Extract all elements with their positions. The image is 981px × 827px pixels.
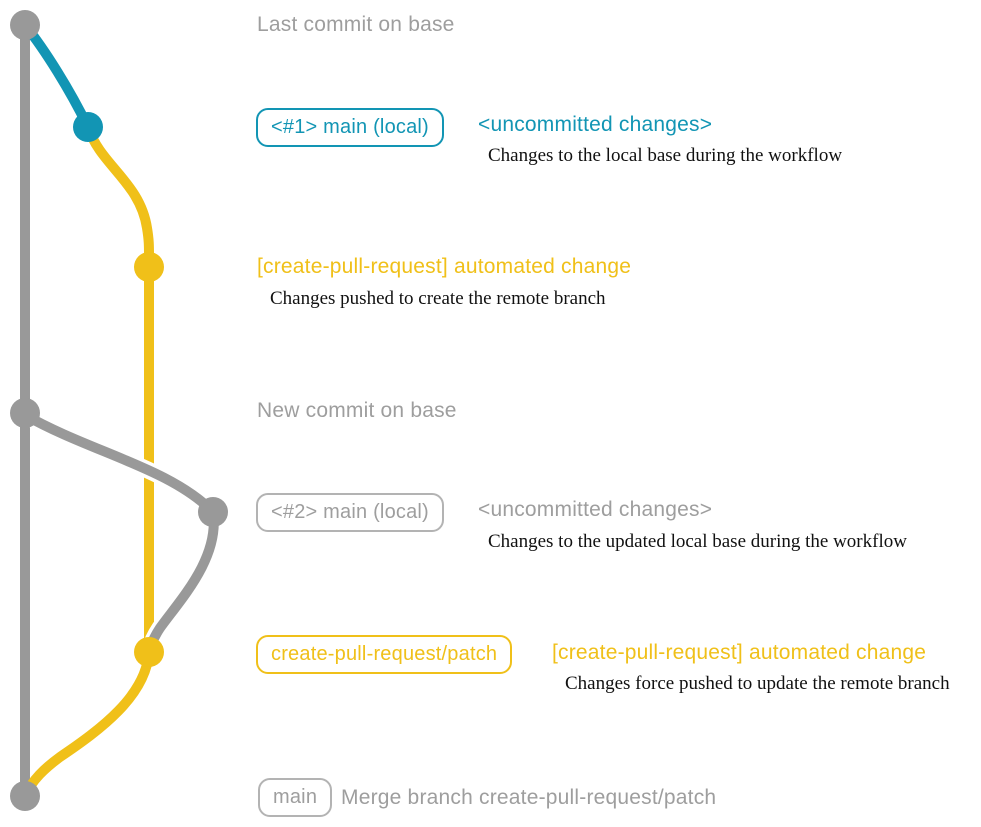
rebase-line-to-local-main-2 bbox=[20, 410, 218, 517]
patch-branch-line-upper bbox=[83, 122, 154, 657]
description-force-push-remote: Changes force pushed to update the remot… bbox=[565, 673, 950, 694]
commit-node-automated-change-2 bbox=[134, 637, 164, 667]
branch-badge-main-local-1: <#1> main (local) bbox=[256, 108, 444, 147]
uncommitted-changes-heading-1: <uncommitted changes> bbox=[478, 113, 713, 136]
commit-node-merge bbox=[10, 781, 40, 811]
description-updated-local-base: Changes to the updated local base during… bbox=[488, 531, 907, 552]
commit-node-new-base bbox=[10, 398, 40, 428]
new-commit-label: New commit on base bbox=[257, 399, 457, 422]
description-local-base-changes: Changes to the local base during the wor… bbox=[488, 145, 843, 166]
commit-node-local-main-2 bbox=[198, 497, 228, 527]
commit-node-automated-change-1 bbox=[134, 252, 164, 282]
branch-badge-main: main bbox=[258, 778, 333, 817]
automated-change-heading-1: [create-pull-request] automated change bbox=[257, 255, 632, 278]
uncommitted-changes-heading-2: <uncommitted changes> bbox=[478, 498, 713, 521]
force-push-line-to-patch bbox=[144, 507, 219, 657]
commit-node-last-base bbox=[10, 10, 40, 40]
local-main-branch-line bbox=[20, 20, 93, 132]
automated-change-heading-2: [create-pull-request] automated change bbox=[552, 641, 927, 664]
commit-node-local-main-1 bbox=[73, 112, 103, 142]
merge-commit-label: Merge branch create-pull-request/patch bbox=[341, 786, 717, 809]
last-commit-label: Last commit on base bbox=[257, 13, 455, 36]
branch-badge-main-local-2: <#2> main (local) bbox=[256, 493, 444, 532]
description-push-remote-branch: Changes pushed to create the remote bran… bbox=[270, 288, 606, 309]
branch-badge-patch: create-pull-request/patch bbox=[256, 635, 513, 674]
merge-line-to-base bbox=[20, 647, 154, 801]
